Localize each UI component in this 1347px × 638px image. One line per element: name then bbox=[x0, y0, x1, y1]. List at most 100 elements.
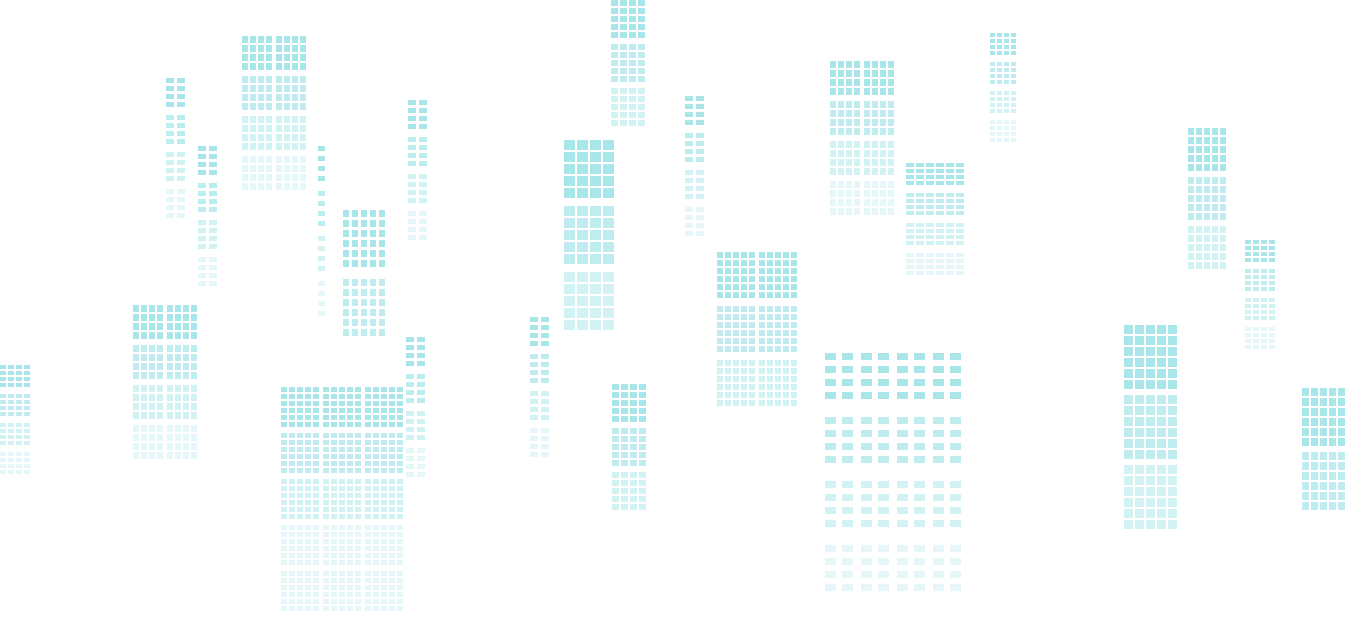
window-cell bbox=[791, 376, 797, 382]
window-cell bbox=[370, 329, 376, 336]
window-cell bbox=[281, 599, 287, 604]
window-cell bbox=[289, 461, 295, 466]
window-block bbox=[406, 448, 425, 477]
window-cell bbox=[281, 578, 287, 583]
window-cell bbox=[365, 422, 371, 427]
window-cell bbox=[258, 103, 264, 110]
window-cell bbox=[347, 493, 353, 498]
window-cell bbox=[1269, 298, 1275, 302]
window-cell bbox=[791, 346, 797, 352]
window-cell bbox=[289, 486, 295, 491]
window-cell bbox=[638, 52, 645, 58]
window-cell bbox=[603, 164, 614, 174]
window-cell bbox=[141, 443, 147, 450]
window-cell bbox=[914, 571, 925, 578]
window-cell bbox=[861, 545, 872, 552]
window-cell bbox=[16, 470, 22, 474]
window-cell bbox=[406, 345, 414, 350]
window-cell bbox=[408, 182, 416, 187]
window-cell bbox=[1124, 406, 1133, 415]
window-cell bbox=[379, 319, 385, 326]
window-cell bbox=[250, 125, 256, 132]
window-cell bbox=[242, 183, 248, 190]
window-cell bbox=[381, 599, 387, 604]
window-cell bbox=[956, 181, 964, 185]
window-cell bbox=[603, 254, 614, 264]
window-cell bbox=[331, 394, 337, 399]
window-cell bbox=[177, 123, 185, 128]
window-cell bbox=[630, 444, 637, 450]
window-cell bbox=[149, 443, 155, 450]
window-cell bbox=[1157, 406, 1166, 415]
window-cell bbox=[373, 599, 379, 604]
window-cell bbox=[621, 452, 628, 458]
window-cell bbox=[297, 461, 303, 466]
window-cell bbox=[157, 305, 163, 312]
window-cell bbox=[577, 140, 588, 150]
window-cell bbox=[1220, 213, 1226, 220]
window-cell bbox=[611, 0, 618, 6]
window-cell bbox=[791, 368, 797, 374]
window-cell bbox=[323, 468, 329, 473]
window-block bbox=[861, 545, 889, 591]
window-cell bbox=[846, 101, 852, 108]
window-cell bbox=[916, 253, 924, 257]
window-cell bbox=[842, 456, 853, 463]
window-cell bbox=[297, 546, 303, 551]
window-cell bbox=[717, 292, 723, 298]
window-cell bbox=[590, 164, 601, 174]
window-cell bbox=[133, 314, 139, 321]
window-cell bbox=[1329, 438, 1336, 446]
window-cell bbox=[373, 571, 379, 576]
window-cell bbox=[861, 353, 872, 360]
window-cell bbox=[397, 606, 403, 611]
window-block bbox=[1124, 325, 1177, 389]
window-cell bbox=[347, 394, 353, 399]
window-cell bbox=[1135, 450, 1144, 459]
window-cell bbox=[406, 448, 414, 453]
window-cell bbox=[373, 507, 379, 512]
window-cell bbox=[741, 384, 747, 390]
window-cell bbox=[897, 366, 908, 373]
window-cell bbox=[878, 520, 889, 527]
window-cell bbox=[775, 330, 781, 336]
window-cell bbox=[289, 394, 295, 399]
window-cell bbox=[289, 440, 295, 445]
window-cell bbox=[880, 70, 886, 77]
window-cell bbox=[331, 532, 337, 537]
window-cell bbox=[880, 88, 886, 95]
window-cell bbox=[339, 433, 345, 438]
window-cell bbox=[838, 110, 844, 117]
window-cell bbox=[878, 430, 889, 437]
window-cell bbox=[612, 408, 619, 414]
window-cell bbox=[177, 102, 185, 107]
window-cell bbox=[149, 305, 155, 312]
window-cell bbox=[209, 162, 217, 167]
window-cell bbox=[1269, 252, 1275, 256]
window-cell bbox=[1245, 327, 1251, 331]
window-cell bbox=[300, 183, 306, 190]
window-cell bbox=[1011, 68, 1016, 72]
window-cell bbox=[1253, 281, 1259, 285]
window-cell bbox=[373, 401, 379, 406]
window-block bbox=[906, 193, 964, 215]
window-cell bbox=[1261, 298, 1267, 302]
window-cell bbox=[830, 79, 836, 86]
window-cell bbox=[854, 61, 860, 68]
window-cell bbox=[775, 360, 781, 366]
window-cell bbox=[297, 454, 303, 459]
window-cell bbox=[759, 346, 765, 352]
window-cell bbox=[749, 376, 755, 382]
window-cell bbox=[914, 353, 925, 360]
window-cell bbox=[297, 585, 303, 590]
window-cell bbox=[198, 220, 206, 225]
window-cell bbox=[791, 322, 797, 328]
window-cell bbox=[564, 272, 575, 282]
window-cell bbox=[266, 36, 272, 43]
window-cell bbox=[266, 183, 272, 190]
window-cell bbox=[16, 429, 22, 433]
window-cell bbox=[323, 387, 329, 392]
window-block bbox=[167, 385, 197, 419]
window-cell bbox=[888, 190, 894, 197]
window-cell bbox=[926, 211, 934, 215]
